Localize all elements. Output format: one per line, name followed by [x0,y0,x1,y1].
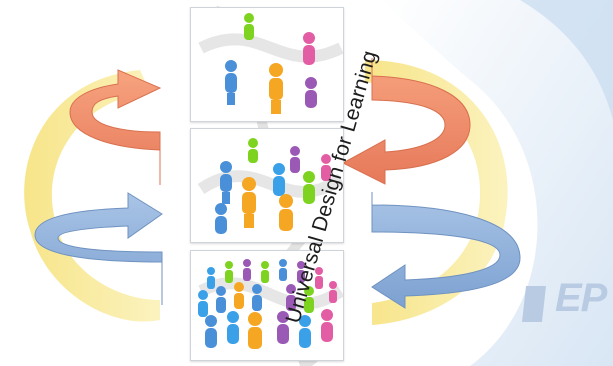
left-blue-arrow [34,192,163,305]
left-orange-arrow [69,69,162,185]
person-icon [269,63,283,114]
iep-logo-icon [522,286,546,322]
person-icon [279,259,287,281]
person-icon [297,261,305,283]
person-icon [215,203,227,234]
panel-few-learners [190,7,344,122]
people-group-small [198,13,343,114]
person-icon [277,311,289,344]
person-icon [220,161,232,204]
person-icon [273,163,285,196]
logo-text: EP [555,276,607,320]
person-icon [242,177,256,228]
panel-some-learners [190,128,344,243]
people-group-medium [197,138,343,234]
person-icon [329,281,337,303]
person-icon [227,311,239,344]
person-icon [290,146,300,173]
person-icon [244,13,254,40]
person-icon [248,312,262,349]
person-icon [198,290,208,317]
person-icon [304,286,314,313]
swoosh-shape [380,0,613,366]
person-icon [286,284,296,311]
person-icon [205,315,217,348]
person-icon [321,154,331,181]
person-icon [243,259,251,281]
right-orange-arrow [341,58,471,185]
person-icon [279,194,293,231]
right-blue-arrow [371,192,521,309]
right-yellow-arc [365,60,508,325]
person-icon [299,315,311,348]
person-icon [225,261,233,283]
people-group-large [198,259,343,349]
swoosh-shape-2 [520,0,613,120]
person-icon [207,267,215,289]
person-icon [261,261,269,283]
person-icon [225,60,237,105]
person-icon [248,138,258,163]
panel-all-learners [190,250,344,361]
person-icon [234,282,244,309]
person-icon [321,309,333,342]
person-icon [252,284,262,311]
left-yellow-arc [24,70,160,322]
person-icon [315,267,323,289]
person-icon [216,286,226,313]
person-icon [305,77,317,108]
person-icon [303,171,315,204]
person-icon [303,32,315,65]
